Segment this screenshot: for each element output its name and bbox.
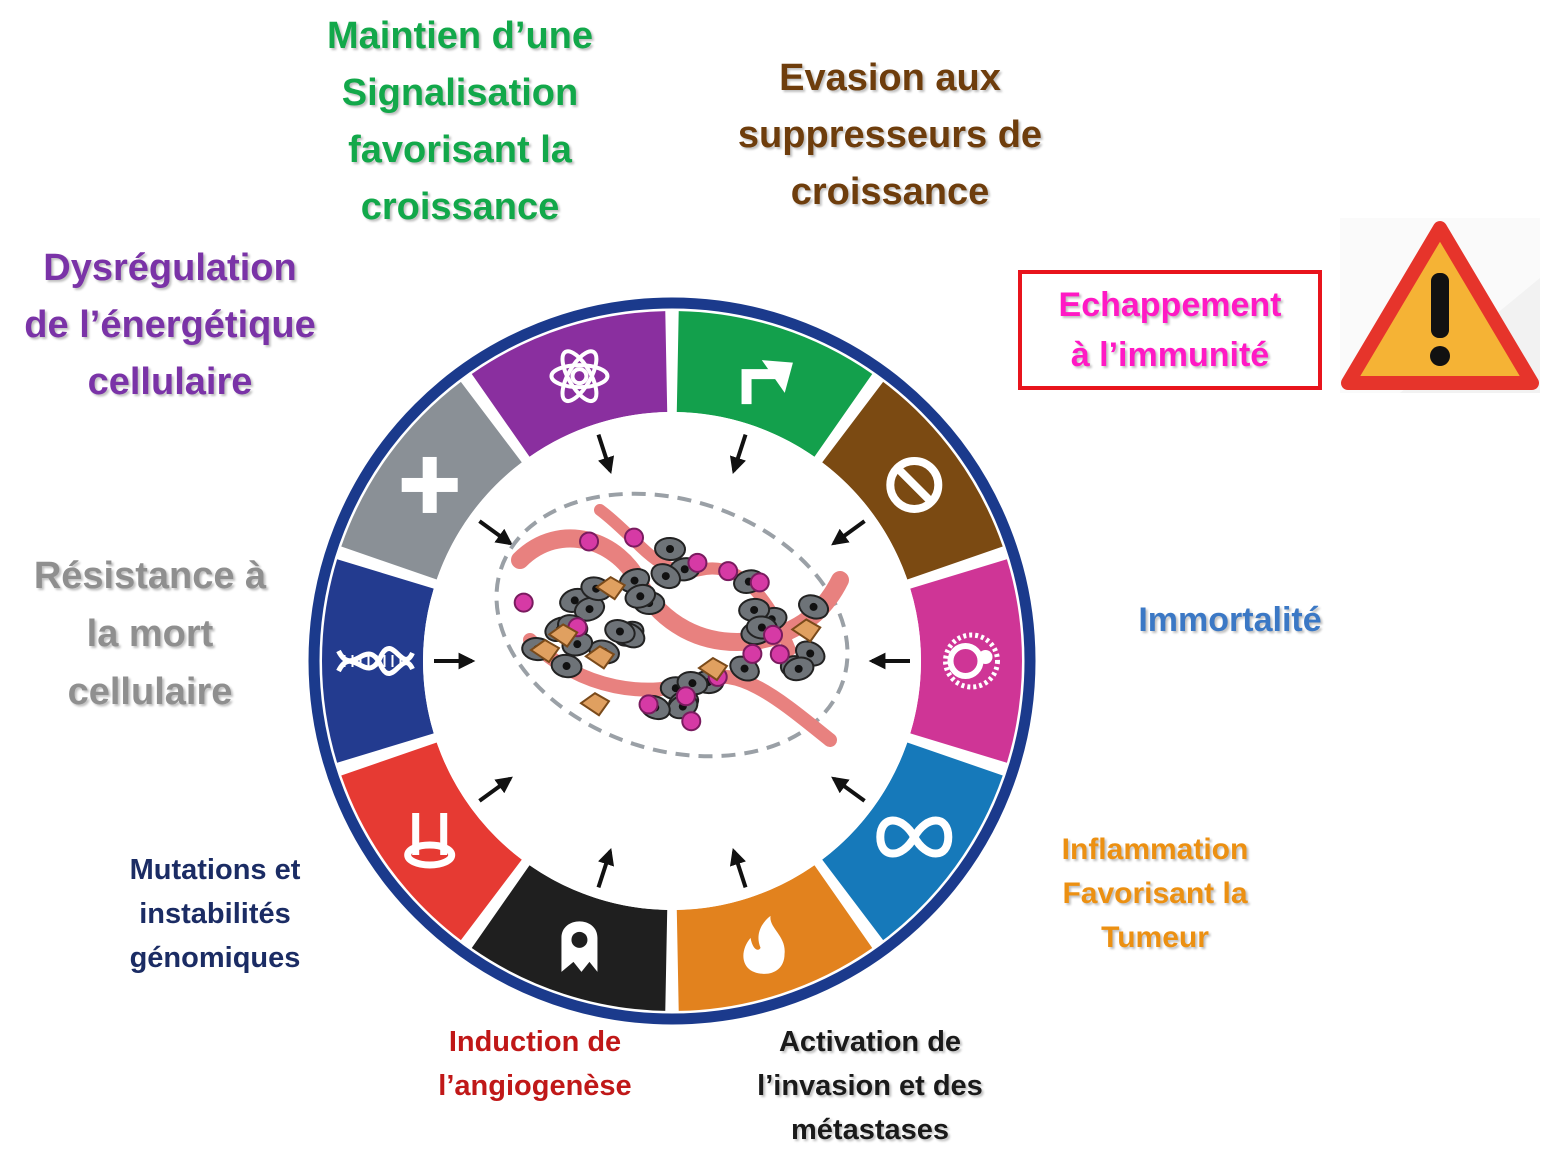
no-entry-icon — [886, 456, 943, 513]
fibroblast-cell — [790, 618, 822, 643]
fibroblast-cell — [579, 692, 611, 717]
immune-cell — [681, 711, 702, 732]
label-immortality: Immortalité — [1138, 601, 1322, 639]
immune-cell — [769, 644, 790, 665]
immune-cell — [579, 531, 600, 552]
inward-arrow — [596, 434, 615, 474]
immune-cell — [675, 686, 696, 707]
inward-arrow — [596, 848, 615, 888]
ghost-cell-icon — [561, 921, 598, 972]
inward-arrow — [478, 519, 513, 546]
immune-cell — [763, 624, 784, 645]
immune-cell — [513, 592, 534, 613]
immune-cell — [624, 527, 645, 548]
immune-cell — [638, 694, 659, 715]
cross-icon — [401, 456, 458, 513]
inward-arrow — [729, 434, 748, 474]
immune-cell — [687, 552, 708, 573]
tumor-illustration — [494, 491, 850, 759]
fibroblast-cell — [547, 623, 579, 648]
fibroblast-cell — [697, 656, 729, 682]
fibroblast-cell — [594, 575, 627, 601]
arrow-turn-icon — [741, 360, 793, 405]
warning-triangle-icon — [1340, 218, 1540, 393]
segment-magenta — [910, 559, 1022, 763]
immune-cell — [749, 572, 770, 593]
inward-arrow — [831, 519, 866, 546]
immune-cell — [742, 643, 763, 664]
fibroblast-cell — [584, 645, 616, 670]
segment-red — [341, 742, 522, 941]
infinity-icon — [876, 816, 953, 858]
atom-icon — [549, 349, 610, 404]
inward-arrow — [729, 848, 748, 888]
dna-icon — [336, 646, 415, 676]
immune-cell-icon — [943, 632, 1000, 690]
vessel-icon — [404, 813, 456, 869]
inward-arrow — [831, 776, 866, 803]
immune-cell — [718, 561, 739, 582]
flame-icon — [743, 915, 785, 974]
fibroblast-cell — [529, 638, 561, 664]
inward-arrow — [478, 776, 513, 803]
segment-green — [676, 311, 873, 457]
